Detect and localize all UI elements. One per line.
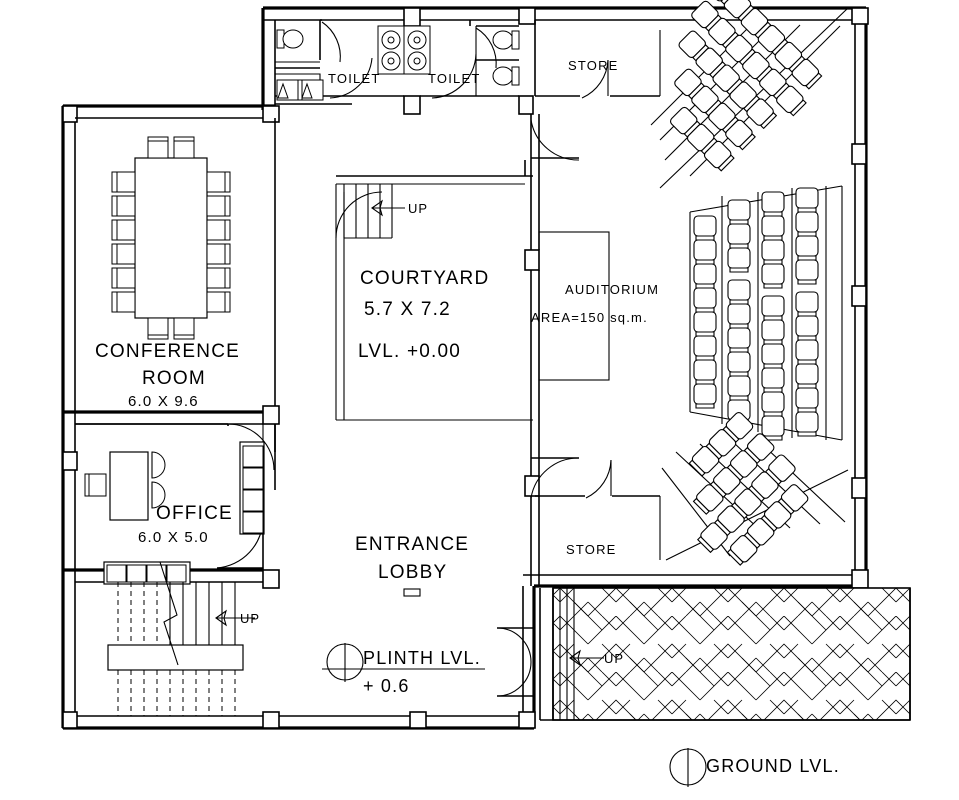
store-bottom-label: STORE bbox=[566, 542, 617, 557]
seat-row-t2 bbox=[674, 68, 756, 151]
lobby-marker bbox=[403, 588, 421, 597]
plinth-level-marker: PLINTH LVL. + 0.6 bbox=[322, 643, 485, 696]
seat-row-b2 bbox=[692, 433, 775, 515]
toilet-right-label: TOILET bbox=[428, 71, 480, 86]
visitor-chair-1 bbox=[151, 451, 166, 479]
wash-basins bbox=[377, 25, 431, 75]
seat-col-4 bbox=[795, 187, 819, 437]
office-bench-right bbox=[239, 441, 265, 535]
office-chair bbox=[84, 473, 107, 497]
conference-chairs-right bbox=[206, 171, 231, 313]
courtyard-dimension: 5.7 X 7.2 bbox=[364, 299, 451, 320]
up-label-stair-left: UP bbox=[240, 611, 260, 626]
auditorium-stage bbox=[538, 231, 610, 381]
main-entrance-doors bbox=[496, 627, 534, 697]
store-top-room: STORE bbox=[534, 20, 661, 99]
urinal-fixtures bbox=[276, 79, 324, 101]
staircase-left: UP bbox=[107, 561, 260, 716]
conference-room-label-line1: CONFERENCE bbox=[95, 341, 240, 362]
office-dimension: 6.0 X 5.0 bbox=[138, 529, 209, 546]
seat-row-t5 bbox=[706, 0, 823, 90]
ground-level-marker: GROUND LVL. bbox=[669, 748, 840, 787]
plinth-level-label-line2: + 0.6 bbox=[363, 676, 410, 696]
toilet-left-label: TOILET bbox=[328, 71, 380, 86]
wc-fixture-2 bbox=[492, 30, 520, 50]
seat-col-3 bbox=[761, 191, 785, 441]
paved-entrance-court: UP bbox=[539, 587, 911, 721]
auditorium-seating-center bbox=[689, 185, 843, 441]
courtyard-label: COURTYARD bbox=[360, 268, 489, 289]
seat-col-1 bbox=[693, 215, 717, 409]
wc-fixture-1 bbox=[276, 29, 304, 49]
wc-fixture-3 bbox=[492, 66, 520, 86]
courtyard-area: UP COURTYARD 5.7 X 7.2 LVL. +0.00 bbox=[335, 160, 533, 421]
conference-room-label-line2: ROOM bbox=[142, 368, 206, 389]
lobby-label-line2: LOBBY bbox=[378, 562, 447, 583]
office-label: OFFICE bbox=[156, 503, 233, 524]
entrance-lobby: ENTRANCE LOBBY bbox=[355, 534, 469, 597]
conference-chairs-ends bbox=[147, 136, 195, 340]
courtyard-level: LVL. +0.00 bbox=[358, 341, 461, 362]
seat-row-b3 bbox=[696, 454, 796, 554]
auditorium-seating-bottom-fan bbox=[661, 412, 849, 566]
toilet-block: TOILET TOILET bbox=[275, 19, 520, 105]
auditorium-label: AUDITORIUM bbox=[565, 282, 659, 297]
seat-row-b4 bbox=[726, 484, 809, 566]
structural-columns bbox=[62, 7, 869, 729]
conference-chairs-left bbox=[111, 171, 136, 313]
office-sofa bbox=[103, 561, 191, 585]
courtyard-stair bbox=[335, 184, 393, 239]
seat-row-t3 bbox=[678, 30, 778, 130]
up-label-courtyard: UP bbox=[408, 201, 428, 216]
ground-level-label: GROUND LVL. bbox=[706, 756, 840, 776]
seat-row-b1 bbox=[688, 412, 754, 477]
seat-col-2 bbox=[727, 199, 751, 425]
office-desk bbox=[109, 451, 149, 521]
plinth-level-label-line1: PLINTH LVL. bbox=[363, 648, 481, 668]
visitor-chair-2 bbox=[151, 481, 166, 509]
conference-room: CONFERENCE ROOM 6.0 X 9.6 bbox=[63, 117, 276, 471]
store-bottom-room: STORE bbox=[535, 459, 661, 560]
seat-row-t4 bbox=[691, 0, 807, 117]
seat-row-t1 bbox=[669, 106, 735, 172]
auditorium-area: AUDITORIUM AREA=150 sq.m. bbox=[531, 0, 849, 566]
stair-treads-lower bbox=[117, 670, 236, 716]
up-label-ramp: UP bbox=[604, 651, 624, 666]
auditorium-seating-top-fan bbox=[650, 0, 849, 189]
lobby-label-line1: ENTRANCE bbox=[355, 534, 469, 555]
store-top-label: STORE bbox=[568, 58, 619, 73]
conference-table bbox=[134, 157, 208, 319]
conference-room-dimension: 6.0 X 9.6 bbox=[128, 393, 199, 410]
auditorium-area-label: AREA=150 sq.m. bbox=[531, 310, 648, 325]
